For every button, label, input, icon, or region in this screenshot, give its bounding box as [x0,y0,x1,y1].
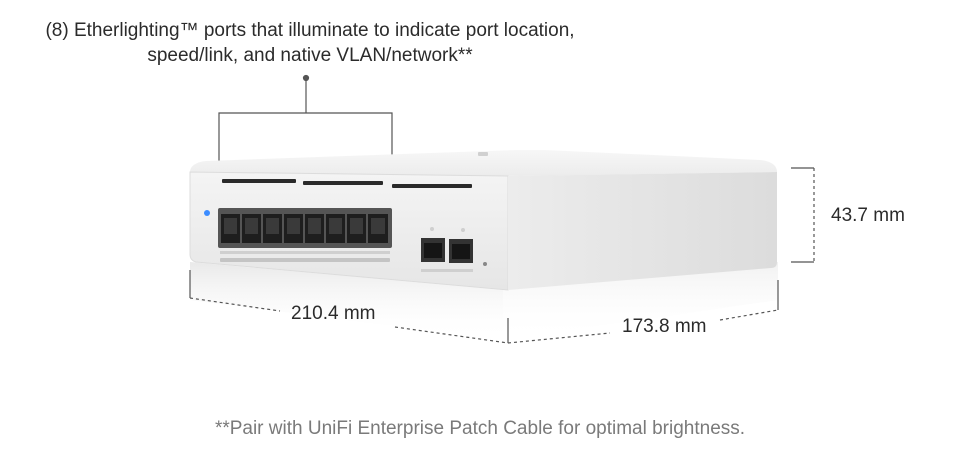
height-dimension-label: 43.7 mm [831,205,905,226]
rj45-port [305,214,324,243]
depth-dimension-line [507,280,779,344]
status-led-icon [204,210,210,216]
rj45-port [326,214,345,243]
reset-button-icon [483,262,487,266]
vent-slots [222,179,472,188]
rj45-port [242,214,261,243]
rj45-port [284,214,303,243]
rj45-port-block [218,208,392,248]
switch-side-face [508,172,777,290]
rj45-port [347,214,366,243]
footnote: **Pair with UniFi Enterprise Patch Cable… [214,418,746,439]
callout-line-2: speed/link, and native VLAN/network** [147,45,473,66]
etherlighting-callout: (8) Etherlighting™ ports that illuminate… [0,18,620,68]
callout-line-1: (8) Etherlighting™ ports that illuminate… [45,20,575,41]
rj45-port [221,214,240,243]
rj45-port [368,214,388,243]
width-dimension-label: 210.4 mm [291,303,376,324]
switch-top-surface [190,150,777,176]
sfp-port [421,238,445,262]
port-label-strip [220,251,390,254]
width-dimension-line [189,270,509,344]
height-dimension-bracket [791,167,815,263]
switch-reflection [190,262,503,340]
sfp-port [449,239,473,263]
rj45-port [263,214,282,243]
depth-dimension-label: 173.8 mm [622,316,707,337]
sfp-port-block [421,227,473,272]
